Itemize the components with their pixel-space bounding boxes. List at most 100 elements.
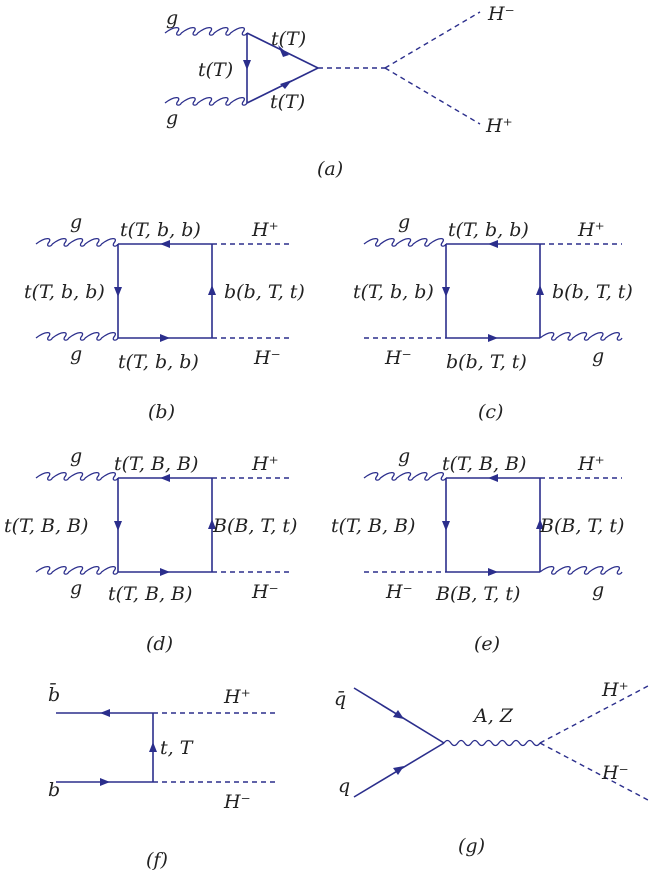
label-right-line: B(B, T, t) (539, 515, 624, 537)
gluon-line (35, 331, 119, 341)
gluon-line (539, 331, 623, 341)
label-h-plus: H⁺ (485, 115, 513, 137)
scalar-line (384, 11, 481, 69)
caption-g: (g) (458, 835, 485, 857)
gluon-line (164, 96, 248, 106)
gluon-line (539, 565, 623, 575)
label-gluon-bottom: g (592, 345, 604, 367)
label-gluon-bottom: g (166, 107, 178, 129)
label-left-line: t(T, B, B) (4, 515, 88, 537)
gluon-line (363, 471, 447, 481)
label-bottom-line: b(b, T, t) (446, 351, 527, 373)
label-exchange: t, T (160, 737, 194, 759)
arrow-icon (160, 568, 170, 576)
label-top-line: t(T, b, b) (120, 219, 201, 241)
label-propagator: A, Z (472, 705, 514, 727)
arrow-icon (536, 519, 544, 529)
arrow-icon (536, 285, 544, 295)
label-out-bottom: H⁻ (251, 581, 279, 603)
photon-line (443, 739, 541, 747)
label-in-bottom: b (48, 779, 60, 801)
label-out-bottom: H⁻ (253, 347, 281, 369)
label-out-top: H⁺ (251, 453, 279, 475)
label-in-bottom: q (338, 775, 350, 797)
arrow-icon (442, 521, 450, 531)
label-out-top: H⁺ (577, 219, 605, 241)
arrow-icon (208, 285, 216, 295)
arrow-icon (243, 60, 251, 70)
label-gluon-bottom: g (70, 577, 82, 599)
panel-g: q̄ q A, Z H⁺ H⁻ (g) (334, 679, 649, 857)
label-out-bottom: H⁻ (601, 762, 629, 784)
panel-d: g g t(T, B, B) t(T, B, B) B(B, T, t) t(T… (4, 445, 297, 655)
arrow-icon (208, 519, 216, 529)
label-bottom-line: B(B, T, t) (435, 583, 520, 605)
label-right-line: b(b, T, t) (552, 281, 633, 303)
panel-a: g g t(T) t(T) t(T) H⁻ H⁺ (a) (164, 3, 515, 180)
label-top-line: t(T, b, b) (448, 219, 529, 241)
panel-f: b̄ b t, T H⁺ H⁻ (f) (48, 682, 278, 871)
label-in-bottom: H⁻ (385, 581, 413, 603)
label-triangle-top: t(T) (271, 28, 306, 50)
arrow-icon (393, 766, 404, 775)
panel-b: g g t(T, b, b) t(T, b, b) b(b, T, t) t(T… (24, 211, 305, 423)
label-right-line: B(B, T, t) (212, 515, 297, 537)
label-gluon-top: g (70, 445, 82, 467)
arrow-icon (160, 240, 170, 248)
scalar-line (539, 685, 649, 744)
label-left-line: t(T, B, B) (331, 515, 415, 537)
arrow-icon (278, 45, 289, 57)
gluon-line (35, 237, 119, 247)
label-out-top: H⁺ (223, 686, 251, 708)
arrow-icon (488, 240, 498, 248)
label-top-line: t(T, B, B) (442, 453, 526, 475)
arrow-icon (488, 568, 498, 576)
arrow-icon (114, 287, 122, 297)
label-gluon-top: g (166, 7, 178, 29)
label-out-bottom: H⁻ (223, 791, 251, 813)
gluon-line (35, 471, 119, 481)
label-out-top: H⁺ (601, 679, 629, 701)
label-gluon-bottom: g (592, 579, 604, 601)
scalar-line (539, 742, 649, 801)
caption-b: (b) (148, 401, 175, 423)
gluon-line (363, 237, 447, 247)
arrow-icon (100, 778, 110, 786)
label-triangle-bottom: t(T) (270, 91, 305, 113)
arrow-icon (160, 334, 170, 342)
label-gluon-top: g (398, 445, 410, 467)
arrow-icon (280, 80, 292, 89)
label-triangle-left: t(T) (198, 59, 233, 81)
panel-c: g g t(T, b, b) t(T, b, b) b(b, T, t) b(b… (353, 211, 633, 423)
arrow-icon (488, 334, 498, 342)
label-out-top: H⁺ (251, 219, 279, 241)
arrow-icon (160, 474, 170, 482)
gluon-line (164, 26, 248, 36)
label-gluon-top: g (70, 211, 82, 233)
arrow-icon (442, 287, 450, 297)
arrow-icon (149, 742, 157, 752)
arrow-icon (100, 709, 110, 717)
caption-f: (f) (146, 849, 168, 871)
caption-d: (d) (146, 633, 173, 655)
label-in-top: q̄ (334, 688, 346, 710)
label-in-bottom: H⁻ (384, 347, 412, 369)
label-h-minus: H⁻ (487, 3, 515, 25)
scalar-line (384, 67, 481, 125)
caption-e: (e) (474, 633, 500, 655)
label-out-top: H⁺ (577, 453, 605, 475)
gluon-line (35, 565, 119, 575)
panel-e: g g t(T, B, B) t(T, B, B) B(B, T, t) B(B… (331, 445, 624, 655)
label-bottom-line: t(T, B, B) (108, 583, 192, 605)
caption-a: (a) (317, 158, 343, 180)
arrow-icon (114, 521, 122, 531)
label-gluon-top: g (398, 211, 410, 233)
label-gluon-bottom: g (70, 343, 82, 365)
label-left-line: t(T, b, b) (353, 281, 434, 303)
label-top-line: t(T, B, B) (114, 453, 198, 475)
arrow-icon (393, 710, 404, 719)
label-in-top: b̄ (48, 682, 60, 706)
arrow-icon (488, 474, 498, 482)
label-right-line: b(b, T, t) (224, 281, 305, 303)
